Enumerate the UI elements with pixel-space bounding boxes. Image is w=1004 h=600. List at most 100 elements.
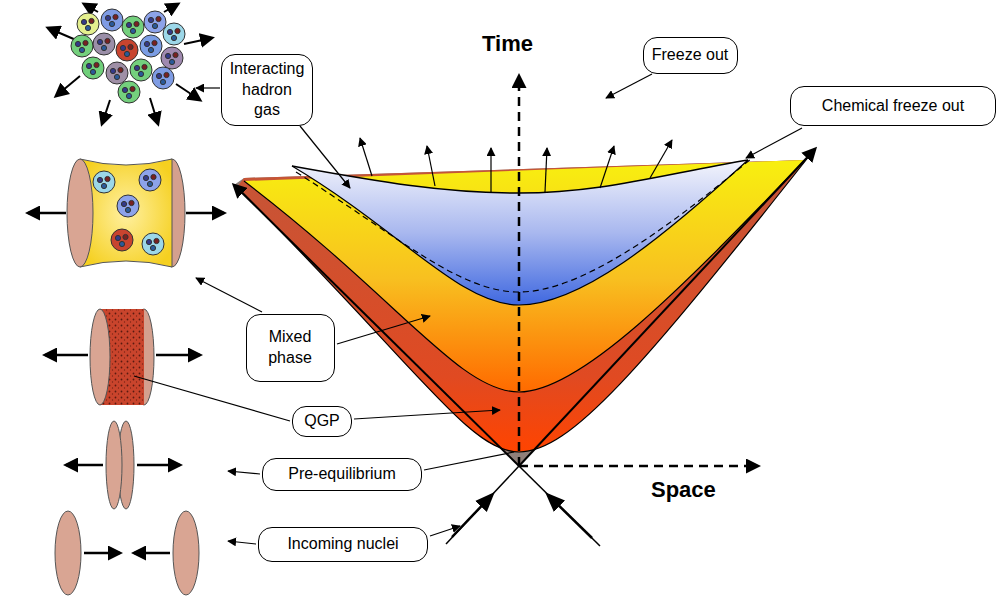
emission-arrow xyxy=(650,140,672,178)
quark-dots xyxy=(75,40,88,52)
box-label: Freeze out xyxy=(652,45,728,66)
quark-dots xyxy=(148,16,161,28)
pre-equilibrium-box: Pre-equilibrium xyxy=(262,458,422,491)
nucleus xyxy=(173,511,199,595)
expansion-arrows xyxy=(48,4,212,124)
mixed-phase-box: Mixed phase xyxy=(246,314,335,382)
hadron xyxy=(71,35,93,57)
hadron xyxy=(140,35,162,57)
emission-arrow xyxy=(545,148,547,192)
hadron xyxy=(139,169,161,191)
chemical-freeze-out-curve xyxy=(296,158,752,292)
emission-arrow xyxy=(427,146,435,186)
quark-dots xyxy=(86,62,99,74)
nucleus-cap xyxy=(67,159,93,267)
motion-arrow xyxy=(134,552,170,555)
leader-line xyxy=(134,376,290,421)
leader-line xyxy=(300,126,350,188)
leader-line xyxy=(196,87,220,88)
expansion-arrow xyxy=(156,354,200,357)
mixed-phase-icon xyxy=(28,159,224,267)
hadron xyxy=(77,13,99,35)
axes xyxy=(234,76,815,546)
motion-arrow xyxy=(84,552,120,555)
time-axis-label: Time xyxy=(480,31,535,57)
qgp-box: QGP xyxy=(292,406,352,437)
box-label: Mixed phase xyxy=(253,327,328,369)
emission-arrow xyxy=(600,146,614,188)
box-label: Pre-equilibrium xyxy=(288,464,396,485)
chemical-freeze-out-box: Chemical freeze out xyxy=(790,86,996,126)
expansion-arrow xyxy=(186,212,224,215)
hadron xyxy=(116,39,138,61)
quark-dots xyxy=(165,52,178,64)
leader-line xyxy=(196,278,262,312)
boundary-curve xyxy=(237,155,810,452)
hadron xyxy=(111,229,133,251)
emission-arrow xyxy=(360,138,372,176)
pre-equilibrium-icon xyxy=(66,421,180,509)
freeze-out-box: Freeze out xyxy=(643,37,738,74)
expansion-arrow xyxy=(56,76,80,96)
quark-dots xyxy=(97,38,110,50)
quark-dots xyxy=(110,67,123,79)
incoming-arrow xyxy=(452,495,492,537)
leader-line xyxy=(337,316,430,344)
pre-equilibrium-region xyxy=(234,151,814,466)
light-cone-edge xyxy=(234,185,519,466)
qgp-icon xyxy=(45,309,200,405)
nucleus xyxy=(55,511,81,595)
hadron xyxy=(106,62,128,84)
box-label: Incoming nuclei xyxy=(287,534,398,555)
hadrons xyxy=(71,9,185,103)
quark-dots xyxy=(122,86,135,98)
quark-dots xyxy=(134,64,147,76)
expansion-arrow xyxy=(28,212,66,215)
hadron xyxy=(101,9,123,31)
hadron xyxy=(130,59,152,81)
hadron xyxy=(118,81,140,103)
quark-dots xyxy=(143,174,156,186)
quark-dots xyxy=(146,238,159,250)
quark-dots xyxy=(115,234,128,246)
light-cone-edge xyxy=(519,149,815,466)
hadron xyxy=(161,47,183,69)
hadron xyxy=(82,57,104,79)
boundary-curve xyxy=(244,160,805,392)
quark-dots xyxy=(121,200,134,212)
leader-line xyxy=(746,128,802,158)
expansion-arrow xyxy=(150,98,158,124)
quark-dots xyxy=(97,176,110,188)
leader-line xyxy=(424,452,514,470)
expansion-arrow xyxy=(184,38,212,44)
light-cone-edge xyxy=(519,466,600,546)
emission-arrow xyxy=(490,148,491,192)
box-label: Chemical freeze out xyxy=(822,96,964,117)
hadron xyxy=(152,67,174,89)
hadron xyxy=(163,23,185,45)
hadron xyxy=(93,33,115,55)
space-axis-label: Space xyxy=(649,477,718,503)
expansion-arrow xyxy=(45,354,88,357)
fireball xyxy=(80,159,172,267)
hadron xyxy=(144,11,166,33)
expansion-arrow xyxy=(176,84,200,100)
light-cone-edge xyxy=(446,466,519,544)
leader-line xyxy=(430,526,460,536)
incoming-nuclei-icon xyxy=(55,511,199,595)
emission-arrows xyxy=(360,138,672,192)
time-axis xyxy=(518,76,521,466)
leader-line xyxy=(228,471,260,474)
nucleus xyxy=(106,421,122,509)
leader-line xyxy=(228,541,256,544)
expansion-arrow xyxy=(164,4,178,12)
quark-dots xyxy=(144,40,157,52)
box-label: QGP xyxy=(304,411,340,432)
mixed-phase-region xyxy=(244,160,805,392)
hadron xyxy=(93,171,115,193)
hadron xyxy=(117,195,139,217)
quark-dots xyxy=(126,21,139,33)
box-label: Interacting hadron gas xyxy=(228,59,306,121)
quark-dots xyxy=(167,28,180,40)
